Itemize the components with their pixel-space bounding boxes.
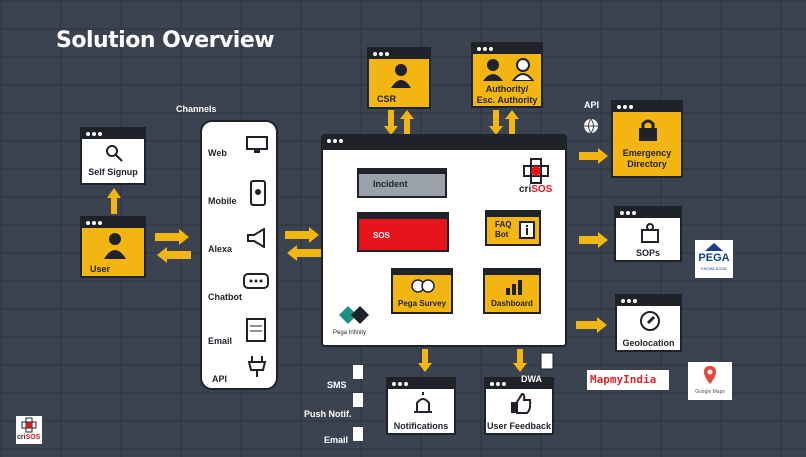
channels-label: Channels (176, 104, 217, 114)
channel-mobile: Mobile (208, 196, 237, 206)
authority-box: Authority/ Esc. Authority (471, 42, 543, 108)
incident-label: Incident (373, 179, 408, 189)
core-to-geolocation-arrow (576, 317, 607, 333)
emergency-directory-label: Emergency Directory (622, 148, 672, 169)
emergency-directory-box: Emergency Directory (611, 100, 683, 178)
user-label: User (90, 264, 111, 274)
mobile-icon (250, 180, 266, 206)
notif-email: Email (324, 435, 349, 445)
channel-chatbot: Chatbot (208, 292, 242, 302)
notifications-label: Notifications (393, 421, 449, 431)
channels-core-arrows (285, 227, 321, 261)
faq-bot-module: FAQ Bot (485, 210, 541, 246)
pega-knowledge-mark (705, 243, 723, 251)
info-icon (519, 221, 535, 239)
csr-box: CSR (367, 47, 431, 109)
crisos-small-suffix: SOS (25, 434, 41, 441)
globe-icon (584, 118, 598, 134)
user-to-signup-arrow (107, 188, 121, 214)
pega-infinity-logo: Pega Infinity (331, 302, 379, 342)
mapmyindia-text: MapmyIndia (590, 373, 657, 386)
user-channels-arrows (155, 229, 191, 263)
self-signup-label: Self Signup (88, 167, 138, 177)
chat-icon (243, 273, 269, 289)
monitor-icon (246, 136, 268, 153)
notifications-box: Notifications (386, 377, 456, 435)
mapmyindia-logo: MapmyIndia (587, 370, 669, 390)
book-icon (641, 223, 659, 243)
pega-knowledge-text-2: KNOWLEDGE (700, 266, 727, 271)
core-platform-window: Incident SOS FAQ Bot Pega Survey Dashboa… (321, 134, 567, 347)
user-feedback-box: User Feedback (484, 377, 554, 435)
user-box: User (80, 216, 146, 278)
notif-push: Push Notif. (304, 409, 352, 419)
authority-label: Authority/ Esc. Authority (476, 84, 538, 105)
pega-survey-label: Pega Survey (397, 299, 447, 308)
email-icon (246, 318, 266, 342)
crisos-prefix: cri (519, 184, 532, 195)
pega-knowledge-logo: PEGA KNOWLEDGE (695, 240, 733, 278)
user-icon (391, 64, 411, 88)
document-icon (540, 352, 554, 370)
pega-knowledge-text-1: PEGA (698, 252, 730, 264)
pega-infinity-mark (339, 306, 369, 324)
google-maps-logo: Google Maps (688, 362, 732, 400)
thumbs-up-icon (511, 392, 532, 414)
channels-panel: Web Mobile Alexa Chatbot Email API (200, 120, 278, 390)
lock-icon (639, 119, 657, 141)
geolocation-label: Geolocation (622, 338, 675, 348)
dashboard-label: Dashboard (491, 299, 533, 308)
qa-chat-icon (411, 279, 435, 293)
compass-icon (640, 311, 660, 331)
document-icon (353, 393, 363, 407)
pega-survey-module: Pega Survey (391, 268, 453, 314)
crisos-suffix: SOS (531, 184, 553, 195)
sops-box: SOPs (614, 206, 682, 262)
user-icon (483, 59, 503, 81)
user-icon (511, 58, 535, 81)
core-to-notifications-arrow (418, 349, 432, 372)
sos-label: SOS (373, 231, 390, 240)
channel-web: Web (208, 148, 227, 158)
map-pin-icon (704, 366, 716, 384)
core-to-feedback-arrow (513, 349, 527, 372)
key-icon (106, 145, 123, 162)
notif-sms: SMS (327, 380, 347, 390)
heart-cross-icon (21, 417, 37, 433)
faq-bot-label: FAQ Bot (495, 220, 512, 239)
pega-infinity-label: Pega Infinity (333, 330, 367, 336)
user-feedback-label: User Feedback (486, 421, 552, 431)
crisos-logo: criSOS (517, 158, 557, 202)
api-label: API (584, 100, 600, 110)
sos-module: SOS (357, 212, 449, 252)
heart-cross-icon (523, 158, 549, 184)
authority-arrows (489, 110, 519, 135)
crisos-small-prefix: cri (17, 434, 26, 441)
page-title: Solution Overview (56, 28, 275, 53)
plug-icon (247, 356, 267, 377)
csr-label: CSR (377, 94, 397, 104)
dwa-label: DWA (521, 374, 542, 384)
siren-icon (414, 392, 432, 413)
core-to-emergency-arrow (579, 148, 608, 164)
document-icon (353, 365, 363, 379)
self-signup-box: Self Signup (80, 127, 146, 185)
crisos-small-logo: criSOS (16, 416, 42, 444)
email-icon (353, 427, 363, 441)
channel-api: API (212, 374, 228, 384)
megaphone-icon (247, 228, 265, 248)
csr-arrows (384, 110, 414, 135)
user-icon (104, 233, 126, 259)
bar-chart-icon (506, 280, 522, 295)
geolocation-box: Geolocation (615, 294, 682, 352)
incident-module: Incident (357, 168, 447, 198)
sops-label: SOPs (635, 248, 660, 258)
channel-alexa: Alexa (208, 244, 233, 254)
core-to-sops-arrow (579, 232, 608, 248)
google-maps-text: Google Maps (695, 389, 725, 395)
channel-email: Email (208, 336, 233, 346)
dashboard-module: Dashboard (483, 268, 541, 314)
